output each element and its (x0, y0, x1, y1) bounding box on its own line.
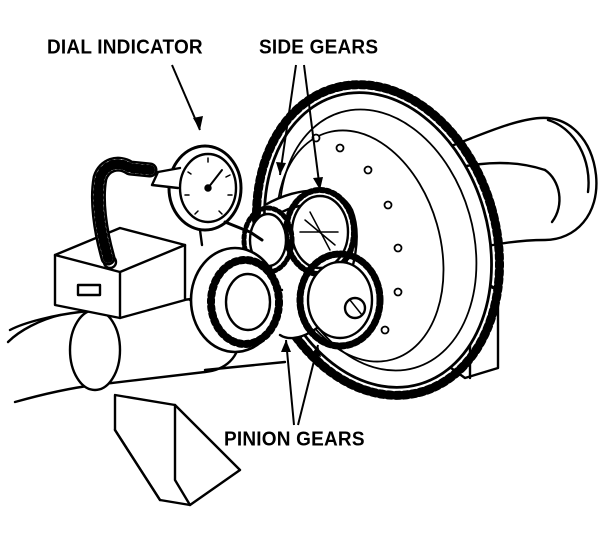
pinion-gear-arrow-right (297, 344, 319, 426)
side-gears-label: SIDE GEARS (259, 36, 379, 59)
pinion-gears-label: PINION GEARS (224, 428, 365, 451)
bearing-icon (189, 246, 283, 354)
leader-arrows (171, 64, 321, 426)
dial-indicator-label: DIAL INDICATOR (47, 36, 203, 59)
flexible-arm-icon (90, 156, 158, 266)
side-gear-arrow-right (303, 64, 321, 191)
left-v-block-stand-icon (113, 393, 242, 507)
pinion-gear-icon (296, 250, 384, 350)
magnetic-base-icon (53, 226, 187, 320)
left-axle-shaft-icon (6, 288, 287, 404)
pinion-gear-arrow-left (285, 339, 295, 426)
arrowheads (193, 116, 323, 357)
side-gear-arrow-left (279, 64, 297, 176)
dial-indicator-icon (150, 144, 264, 247)
